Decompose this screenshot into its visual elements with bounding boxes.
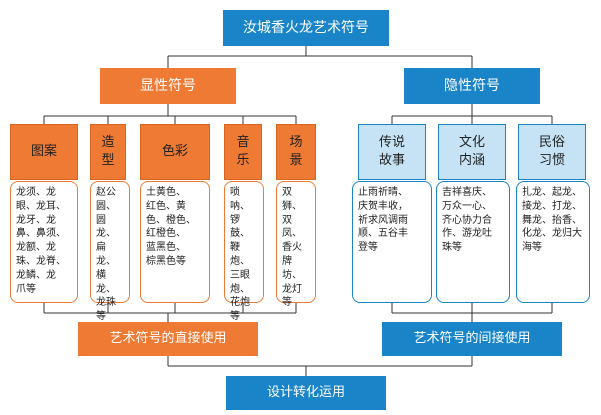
design-application-box: 设计转化运用 xyxy=(226,376,386,410)
category-header-shape: 造 型 xyxy=(90,124,126,180)
category-content-scene: 双狮、 双凤、 香火 牌坊、 龙灯 等 xyxy=(276,181,316,308)
category-header-pattern: 图案 xyxy=(10,124,78,180)
category-content-legend: 止雨祈晴、 庆贺丰收， 祈求风调雨 顺、五谷丰 登等 xyxy=(352,181,432,303)
implicit-symbols-label: 隐性符号 xyxy=(444,78,500,94)
indirect-use-label: 艺术符号的间接使用 xyxy=(413,331,531,346)
category-content-custom: 扎龙、起龙、 接龙、打龙、 舞龙、抬香、 化龙、龙归大 海等 xyxy=(516,181,590,303)
category-content-culture: 吉祥喜庆、 万众一心、 齐心协力合 作、游龙吐 珠等 xyxy=(436,181,510,303)
title-text: 汝城香火龙艺术符号 xyxy=(243,20,369,36)
title-box: 汝城香火龙艺术符号 xyxy=(223,10,389,46)
explicit-symbols-box: 显性符号 xyxy=(100,68,236,104)
design-application-label: 设计转化运用 xyxy=(266,385,345,400)
indirect-use-box: 艺术符号的间接使用 xyxy=(382,322,562,356)
category-content-color: 土黄色、 红色、黄 色、橙色、 红橙色、 蓝黑色、 棕黑色等 xyxy=(140,181,210,303)
category-header-music: 音 乐 xyxy=(224,124,262,180)
explicit-symbols-label: 显性符号 xyxy=(140,78,196,94)
category-header-legend: 传说 故事 xyxy=(358,124,426,180)
direct-use-box: 艺术符号的直接使用 xyxy=(78,322,258,356)
category-header-culture: 文化 内涵 xyxy=(438,124,506,180)
category-content-pattern: 龙须、龙 眼、龙耳、 龙牙、龙 鼻、鼻须、 龙额、龙 珠、龙脊、 龙鳞、龙 爪等 xyxy=(10,181,78,303)
category-header-custom: 民俗 习惯 xyxy=(518,124,586,180)
category-header-color: 色彩 xyxy=(140,124,210,180)
category-content-shape: 赵公 圆、 圆龙、 扁龙、 横龙、 龙珠 等 xyxy=(90,181,130,322)
direct-use-label: 艺术符号的直接使用 xyxy=(109,331,227,346)
category-header-scene: 场 景 xyxy=(276,124,316,180)
implicit-symbols-box: 隐性符号 xyxy=(404,68,540,104)
category-content-music: 唢呐、 锣鼓、 鞭炮、 三眼 炮、 花炮 等 xyxy=(224,181,264,322)
